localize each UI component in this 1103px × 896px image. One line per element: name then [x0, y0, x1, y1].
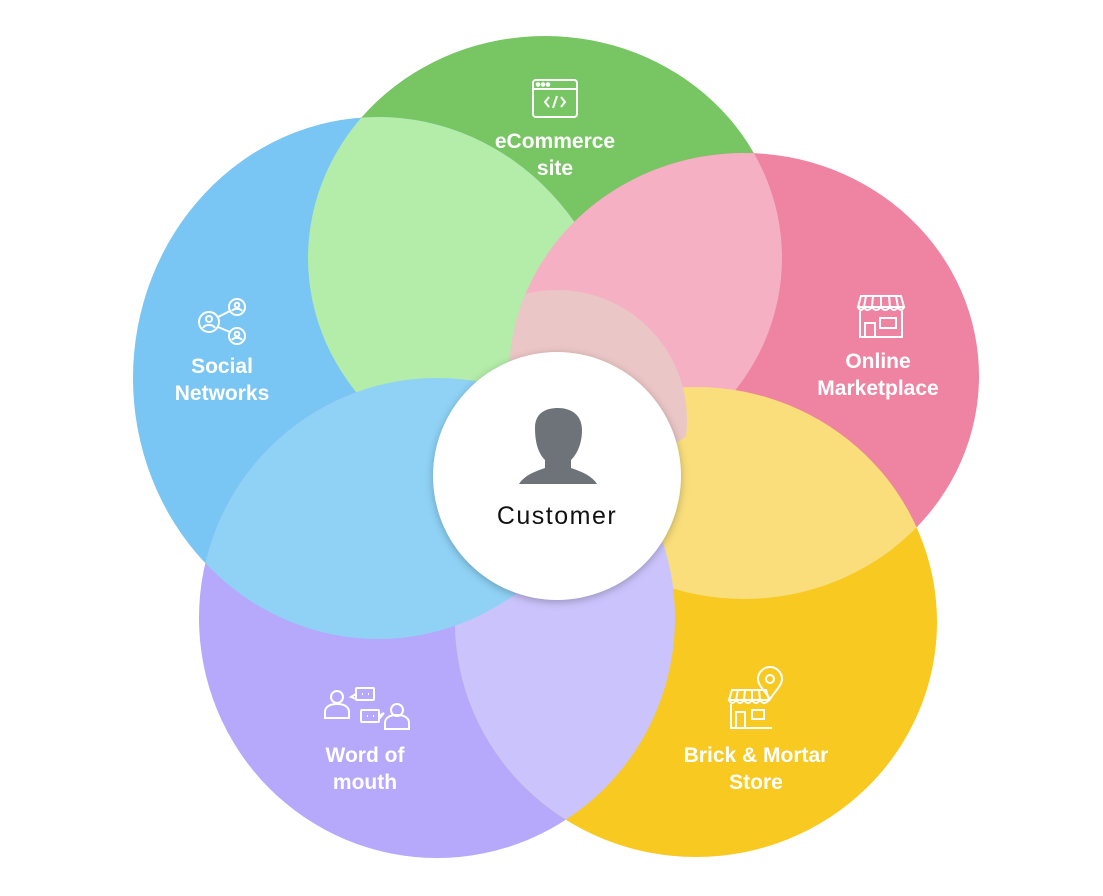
- label-word-of-mouth-line2: mouth: [332, 771, 398, 794]
- label-word-of-mouth: Word of mouth: [245, 742, 485, 796]
- label-marketplace: Online Marketplace: [758, 348, 998, 402]
- social-network-icon: [198, 298, 246, 345]
- label-brick-mortar-line1: Brick & Mortar: [683, 744, 829, 767]
- label-brick-mortar: Brick & Mortar Store: [636, 742, 876, 796]
- label-social: Social Networks: [102, 353, 342, 407]
- label-ecommerce: eCommerce site: [435, 128, 675, 182]
- label-marketplace-line1: Online: [845, 350, 911, 373]
- conversation-icon: [324, 687, 410, 730]
- label-word-of-mouth-line1: Word of: [325, 744, 405, 767]
- center-label: Customer: [496, 502, 618, 530]
- label-ecommerce-line1: eCommerce: [494, 130, 616, 153]
- label-brick-mortar-line2: Store: [729, 771, 783, 794]
- label-marketplace-line2: Marketplace: [817, 377, 939, 400]
- storefront-icon: [856, 295, 906, 338]
- person-icon: [519, 408, 597, 484]
- label-social-line2: Networks: [174, 382, 270, 405]
- label-ecommerce-line2: site: [536, 157, 574, 180]
- code-window-icon: [532, 79, 578, 118]
- label-social-line1: Social: [191, 355, 253, 378]
- store-location-icon: [727, 665, 784, 729]
